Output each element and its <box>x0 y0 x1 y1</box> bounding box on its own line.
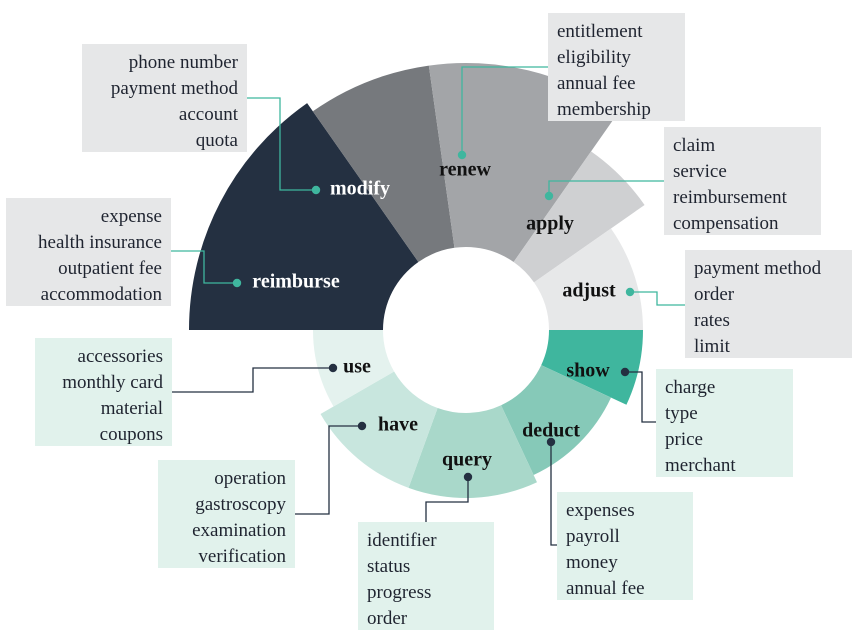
segment-use <box>313 330 395 407</box>
description-line: operation <box>214 468 286 489</box>
description-line: outpatient fee <box>58 258 162 279</box>
description-line: expenses <box>566 500 635 521</box>
segment-query <box>408 405 537 498</box>
description-line: charge <box>665 377 716 398</box>
connector-dot-query <box>463 472 473 482</box>
description-box-modify: phone number payment method account quota <box>82 44 247 152</box>
segment-label-deduct: deduct <box>522 420 580 442</box>
description-line: status <box>367 556 411 577</box>
description-line: payment method <box>694 258 822 279</box>
description-line: order <box>367 608 408 629</box>
segment-modify <box>312 65 455 263</box>
segment-labels: reimburse modify renew apply adjust show deduc… <box>252 159 616 471</box>
description-line: type <box>665 403 698 424</box>
description-line: accommodation <box>40 284 162 305</box>
description-line: eligibility <box>557 47 631 68</box>
segment-adjust <box>533 228 643 330</box>
description-line: coupons <box>99 424 163 445</box>
connector-deduct <box>550 442 557 546</box>
connector-renew <box>461 66 548 155</box>
description-line: expense <box>100 206 162 227</box>
description-line: progress <box>367 582 432 603</box>
connector-modify <box>247 97 316 191</box>
segment-reimburse <box>189 103 419 331</box>
connector-dot-adjust <box>625 287 635 297</box>
segment-have <box>320 371 438 488</box>
description-line: membership <box>557 99 651 120</box>
segment-show <box>541 330 643 405</box>
connector-reimburse <box>171 250 237 284</box>
description-line: order <box>694 284 735 305</box>
connector-dot-apply <box>544 191 554 201</box>
connector-dot-use <box>328 363 338 373</box>
connector-dot-deduct <box>546 437 556 447</box>
description-line: limit <box>694 336 730 357</box>
description-box-have: operation gastroscopy examination verificat… <box>158 460 295 568</box>
description-line: payment method <box>110 78 238 99</box>
segment-label-adjust: adjust <box>562 280 616 302</box>
description-line: verification <box>198 546 286 567</box>
connector-dot-renew <box>457 150 467 160</box>
segment-label-modify: modify <box>330 178 390 200</box>
description-box-reimburse: expense health insurance outpatient fee acc… <box>6 198 171 306</box>
description-line: account <box>178 104 238 125</box>
description-box-apply: claim service reimbursement compensation <box>664 127 821 235</box>
description-box-deduct: expenses payroll money annual fee <box>557 492 693 600</box>
segment-label-apply: apply <box>526 213 574 235</box>
description-box-show: charge type price merchant <box>656 369 793 477</box>
description-line: entitlement <box>557 21 643 42</box>
description-line: annual fee <box>557 73 636 94</box>
connector-apply <box>548 180 664 196</box>
description-line: merchant <box>665 455 736 476</box>
segment-label-show: show <box>566 360 610 382</box>
connector-have <box>295 425 362 515</box>
segment-label-reimburse: reimburse <box>252 271 340 293</box>
description-line: quota <box>195 130 238 151</box>
connector-dot-have <box>357 421 367 431</box>
description-line: service <box>673 161 727 182</box>
description-line: money <box>566 552 618 573</box>
description-box-adjust: payment method order rates limit <box>685 250 852 358</box>
connector-use <box>172 367 333 393</box>
description-line: reimbursement <box>673 187 787 208</box>
connector-dot-reimburse <box>232 278 242 288</box>
description-line: examination <box>192 520 286 541</box>
description-box-use: accessories monthly card material coupons <box>35 338 172 446</box>
segment-label-have: have <box>378 414 418 436</box>
description-line: health insurance <box>38 232 162 253</box>
segment-label-use: use <box>343 356 371 378</box>
description-line: claim <box>673 135 716 156</box>
connector-dot-show <box>620 367 630 377</box>
description-line: monthly card <box>62 372 163 393</box>
description-line: compensation <box>673 213 779 234</box>
segment-apply <box>513 151 645 283</box>
segment-label-renew: renew <box>439 159 491 181</box>
segment-label-query: query <box>442 449 492 471</box>
description-box-renew: entitlement eligibility annual fee membersh… <box>548 13 685 121</box>
description-line: annual fee <box>566 578 645 599</box>
description-line: gastroscopy <box>195 494 286 515</box>
connector-query <box>425 477 469 522</box>
description-line: price <box>665 429 703 450</box>
description-box-query: identifier status progress order <box>358 522 494 630</box>
connector-show <box>625 371 656 423</box>
description-line: payroll <box>566 526 620 547</box>
description-line: identifier <box>367 530 437 551</box>
segment-deduct <box>501 365 612 476</box>
description-line: phone number <box>128 52 238 73</box>
description-line: rates <box>694 310 730 331</box>
description-line: material <box>100 398 163 419</box>
connector-adjust <box>630 291 685 306</box>
connector-dot-modify <box>311 185 321 195</box>
connector-lines <box>171 66 685 546</box>
description-line: accessories <box>77 346 163 367</box>
